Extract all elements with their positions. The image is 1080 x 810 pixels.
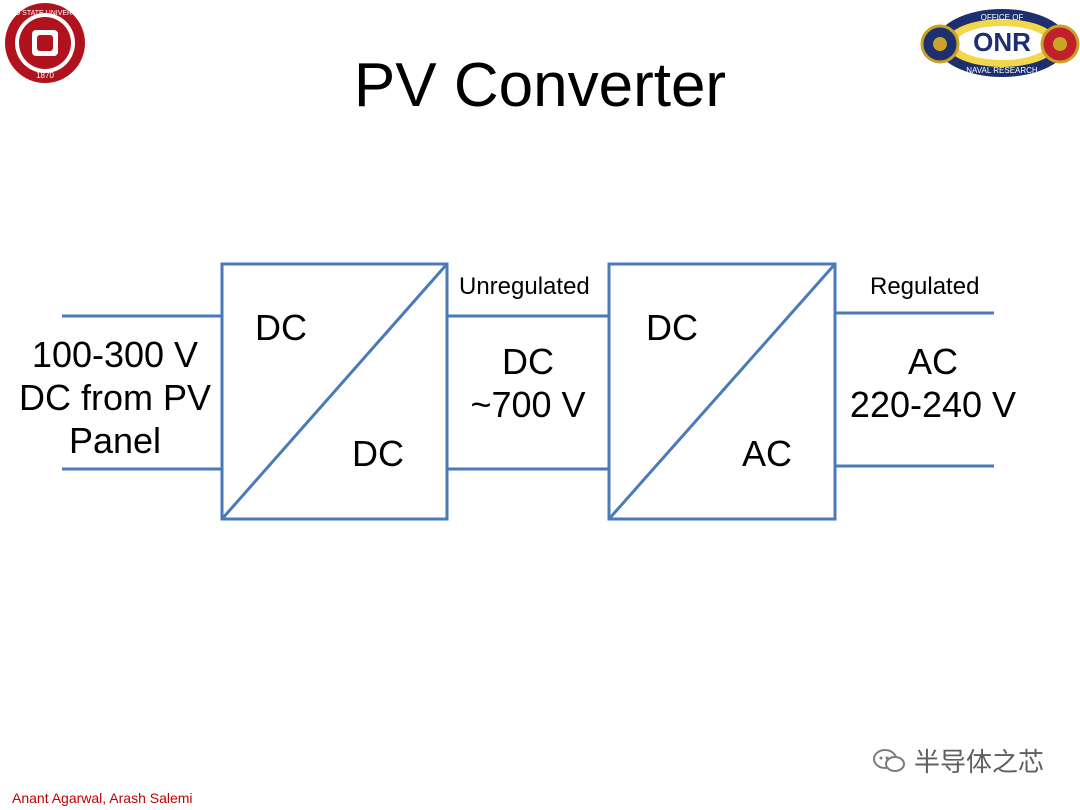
input-label-line2: DC from PV: [18, 377, 212, 418]
box2-bottom-label: AC: [742, 433, 793, 474]
svg-text:ONR: ONR: [973, 27, 1031, 57]
input-label-line3: Panel: [68, 420, 162, 461]
middle-label-line1: DC: [502, 341, 554, 382]
onr-logo: ONR OFFICE OF NAVAL RESEARCH: [920, 9, 1080, 77]
svg-text:OHIO STATE UNIVERSITY: OHIO STATE UNIVERSITY: [2, 10, 88, 17]
watermark: 半导体之芯: [872, 742, 1044, 779]
regulated-caption: Regulated: [870, 273, 980, 300]
slide-title: PV Converter: [353, 51, 727, 120]
chat-bubble-icon: [872, 748, 905, 772]
input-label: 100-300 V DC from PV Panel: [6, 333, 224, 462]
dc-ac-diagonal: [607, 263, 837, 520]
dc-dc-converter-box: [220, 262, 449, 521]
middle-label: DC ~700 V: [447, 340, 609, 426]
unregulated-caption: Unregulated: [459, 273, 590, 300]
box1-bottom-label: DC: [352, 433, 404, 474]
output-label-line2: 220-240 V: [849, 384, 1017, 425]
dc-ac-inverter-box: [607, 262, 837, 521]
output-label: AC 220-240 V: [835, 340, 1031, 426]
footer-authors: Anant Agarwal, Arash Salemi: [12, 790, 193, 806]
svg-text:1870: 1870: [36, 71, 54, 80]
input-label-line1: 100-300 V: [31, 334, 199, 375]
ohio-state-seal-logo: OHIO STATE UNIVERSITY 1870: [2, 3, 88, 83]
svg-text:OFFICE OF: OFFICE OF: [981, 13, 1024, 22]
box2-top-label: DC: [646, 307, 698, 348]
middle-label-line2: ~700 V: [470, 384, 586, 425]
box1-top-label: DC: [255, 307, 307, 348]
dc-dc-diagonal: [220, 263, 449, 520]
watermark-text: 半导体之芯: [913, 747, 1044, 777]
output-label-line1: AC: [907, 341, 958, 382]
svg-text:NAVAL RESEARCH: NAVAL RESEARCH: [966, 66, 1038, 75]
